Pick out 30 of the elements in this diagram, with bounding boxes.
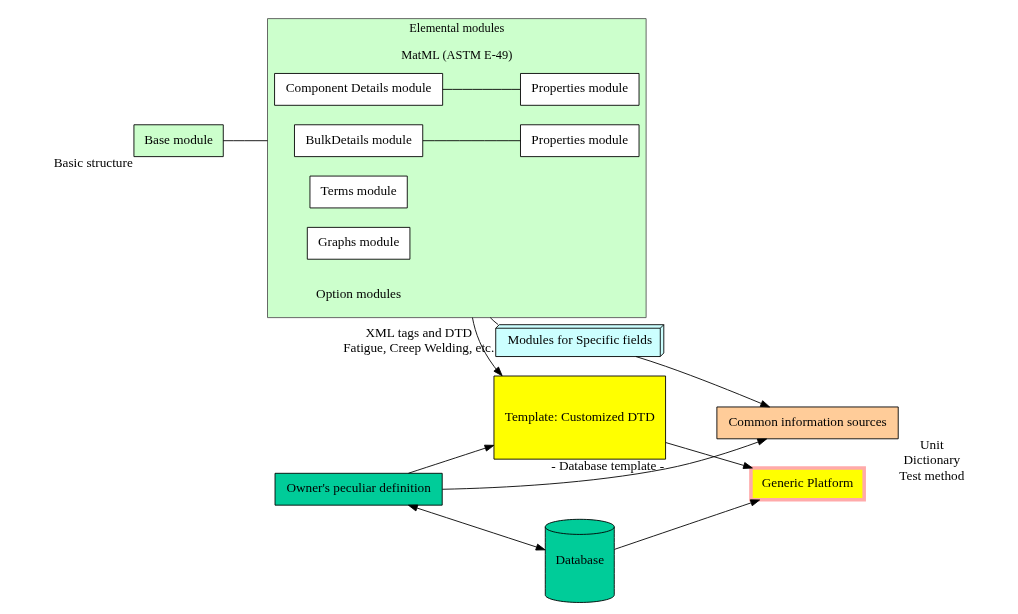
- arrow: [665, 442, 753, 469]
- node-box: Template: Customized DTD: [493, 375, 667, 460]
- connector: [489, 317, 499, 326]
- node-box: Terms module: [309, 175, 408, 209]
- connector: [222, 140, 268, 142]
- node-box: BulkDetails module: [294, 124, 424, 158]
- node-label: Dictionary: [903, 452, 961, 468]
- node-box: Properties module: [520, 73, 640, 106]
- connector: [442, 88, 521, 90]
- node-label: Fatigue, Creep Welding, etc.: [343, 340, 495, 356]
- arrow: [441, 438, 768, 490]
- connector: [422, 140, 521, 142]
- arrow: [614, 499, 761, 550]
- node-box: Graphs module: [306, 226, 411, 260]
- arrow: [408, 504, 546, 551]
- node-box: Common information sources: [716, 406, 899, 440]
- node-label: Basic structure: [53, 155, 133, 171]
- arrow: [408, 444, 495, 474]
- node-label: Unit: [920, 437, 944, 453]
- node-box: Generic Platform: [749, 466, 866, 502]
- arrow: [472, 317, 503, 377]
- node-box: Owner's peculiar definition: [274, 472, 443, 506]
- node-label: Test method: [899, 467, 965, 483]
- node-box: Component Details module: [274, 73, 444, 106]
- node-box: Properties module: [520, 124, 640, 158]
- arrow: [635, 356, 771, 408]
- node-box: Base module: [133, 124, 224, 158]
- node-label: - Database template -: [551, 457, 665, 473]
- node-label: XML tags and DTD: [365, 325, 473, 341]
- label: Option modules: [316, 285, 402, 301]
